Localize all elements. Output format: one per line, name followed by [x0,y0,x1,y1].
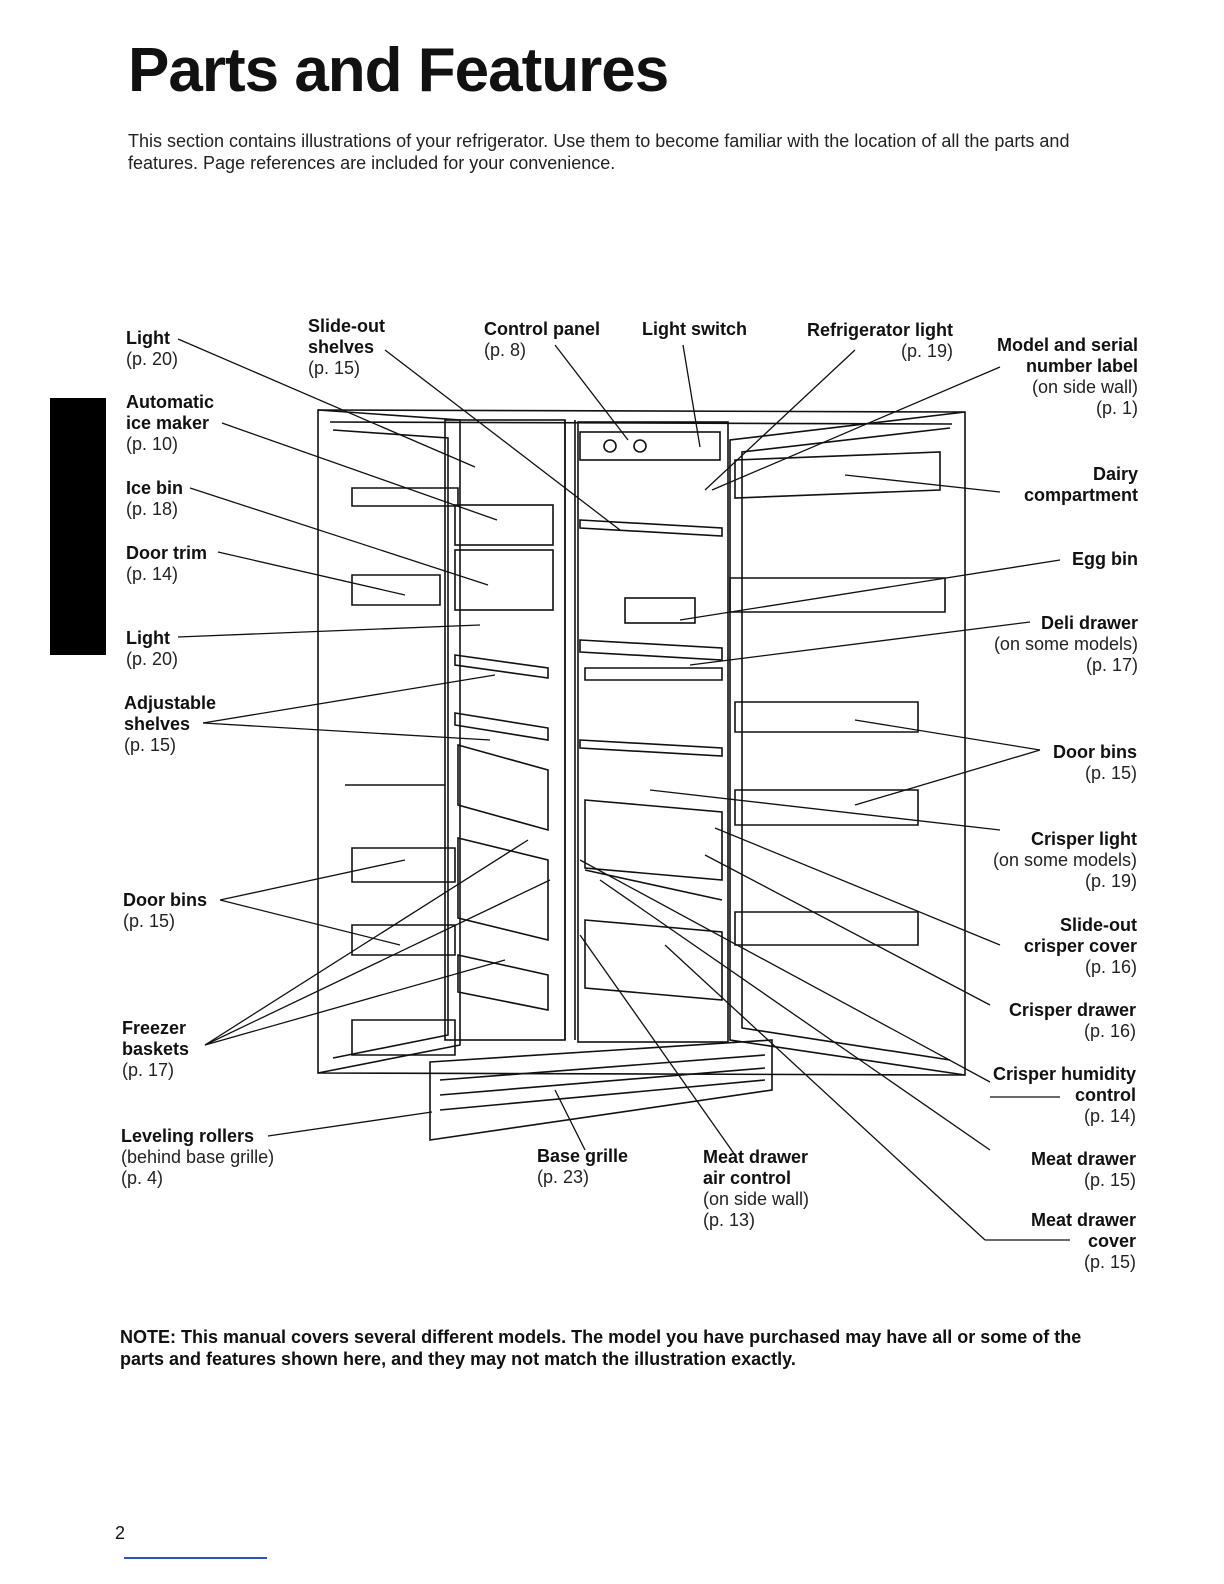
label-slide-out-crisper-cover: Slide-out crisper cover (p. 16) [1023,915,1137,977]
label-adjustable-shelves: Adjustable shelves (p. 15) [124,693,217,755]
fresh-food-door [729,411,966,1076]
label-crisper-humidity: Crisper humidity control (p. 14) [992,1064,1136,1126]
freezer-compartment [444,419,566,1041]
crisper-drawer-shape [584,799,723,881]
label-ice-bin: Ice bin (p. 18) [126,478,184,519]
label-light-switch: Light switch [642,319,747,339]
label-base-grille: Base grille (p. 23) [537,1146,629,1187]
ice-maker-shape [454,504,554,546]
label-door-trim: Door trim (p. 14) [126,543,207,584]
label-model-serial: Model and serial number label (on side w… [996,335,1138,418]
base-grille-shape [429,1039,773,1141]
label-door-bins-right: Door bins (p. 15) [1053,742,1137,783]
fresh-food-compartment [577,421,729,1043]
label-freezer-baskets: Freezer baskets (p. 17) [122,1018,190,1080]
label-light-mid: Light (p. 20) [126,628,179,669]
leader-lines [177,338,1070,1241]
label-meat-drawer-air-control: Meat drawer air control (on side wall) (… [703,1147,810,1230]
page-number: 2 [115,1523,126,1543]
label-refrigerator-light: Refrigerator light (p. 19) [806,320,953,361]
label-leveling-rollers: Leveling rollers (behind base grille) (p… [121,1126,275,1188]
dairy-compartment-shape [734,451,941,499]
label-deli-drawer: Deli drawer (on some models) (p. 17) [993,613,1138,675]
deli-drawer-shape [584,667,723,681]
freezer-door [317,409,461,1074]
label-egg-bin: Egg bin [1072,549,1138,569]
label-door-bins-left: Door bins (p. 15) [123,890,207,931]
section-tab-marker [50,398,106,655]
page-title: Parts and Features [128,36,669,105]
egg-bin-shape [624,597,696,624]
cabinet-outline [317,409,966,1076]
label-control-panel: Control panel (p. 8) [484,319,600,360]
label-crisper-drawer: Crisper drawer (p. 16) [1008,1000,1136,1041]
label-light-top: Light (p. 20) [126,328,179,369]
control-panel-shape [579,431,721,461]
meat-drawer-shape [584,919,723,1001]
footer-rule [124,1557,267,1559]
intro-paragraph: This section contains illustrations of y… [128,131,1070,173]
label-meat-drawer: Meat drawer (p. 15) [1030,1149,1136,1190]
label-crisper-light: Crisper light (on some models) (p. 19) [992,829,1137,891]
ice-bin-shape [454,549,554,611]
label-automatic-ice-maker: Automatic ice maker (p. 10) [126,392,215,454]
label-dairy-compartment: Dairy compartment [1023,464,1138,505]
label-slide-out-shelves: Slide-out shelves (p. 15) [308,316,385,378]
label-meat-drawer-cover: Meat drawer cover (p. 15) [1030,1210,1136,1272]
note-paragraph: NOTE: This manual covers several differe… [120,1327,1082,1369]
